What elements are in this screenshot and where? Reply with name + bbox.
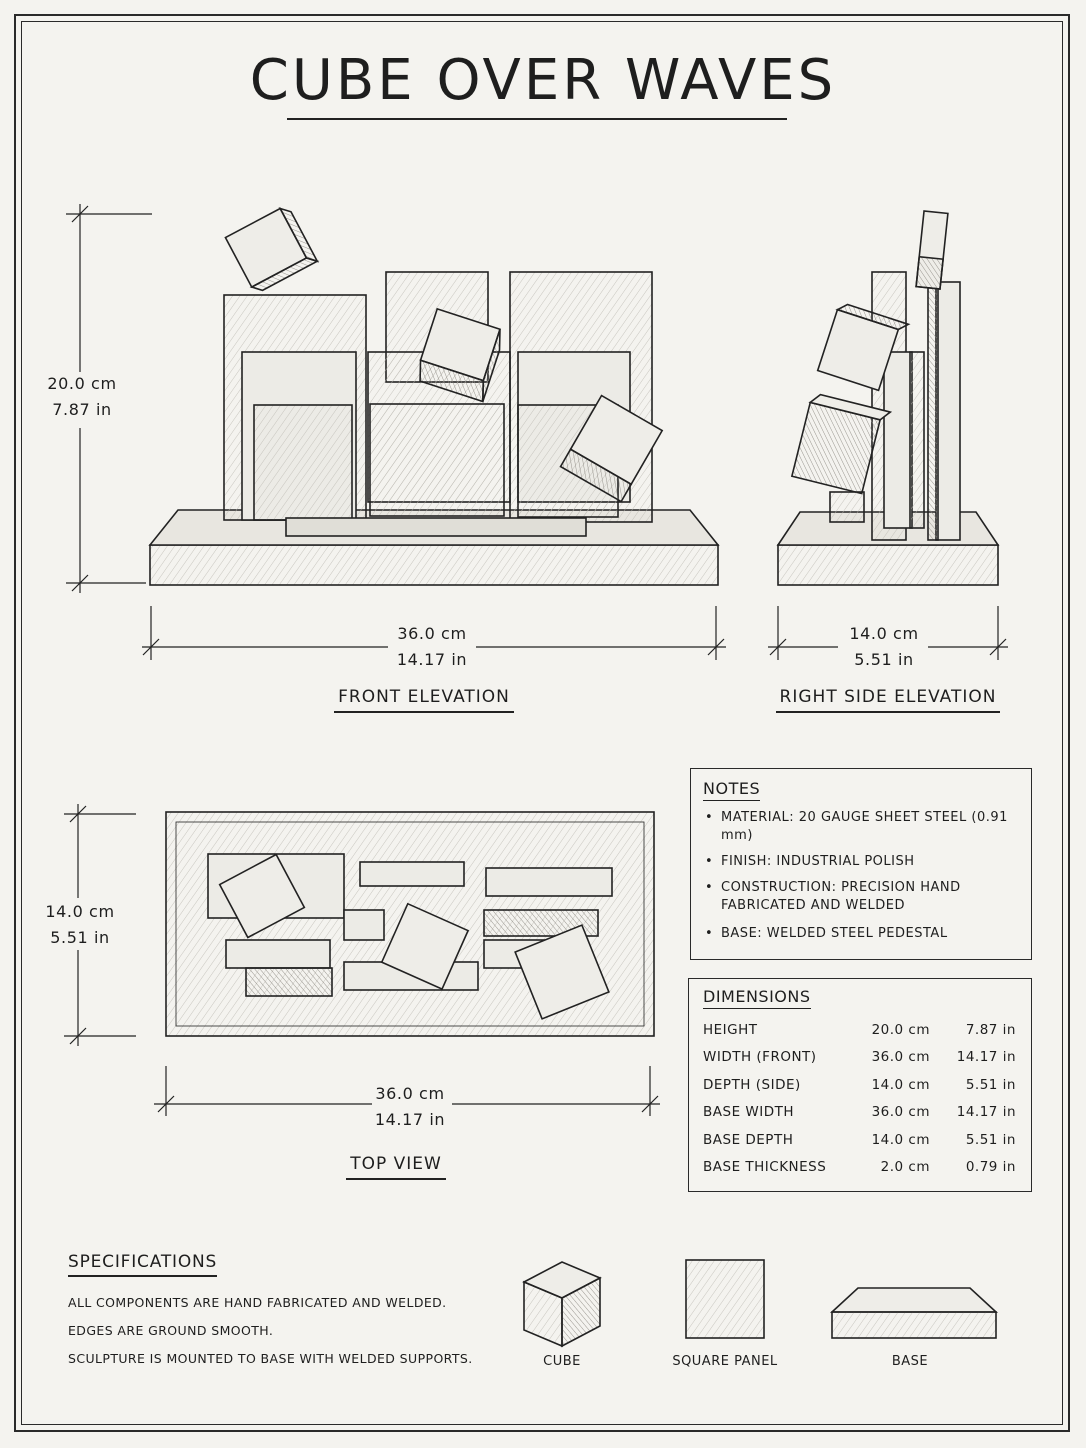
cube-label: CUBE [543, 1354, 581, 1369]
front-cube-top [224, 207, 320, 292]
side-panel-4 [883, 351, 913, 529]
sheet-title: CUBE OVER WAVES [249, 48, 837, 113]
side-base [777, 544, 999, 586]
top-depth-cm: 14.0 cm [45, 902, 115, 921]
side-elevation-drawing [776, 210, 1000, 586]
side-width-cm: 14.0 cm [849, 624, 919, 643]
dim-cm: 14.0 cm [871, 1132, 930, 1148]
side-panel-3 [927, 285, 939, 541]
top-view-caption: TOP VIEW [296, 1154, 496, 1180]
dim-in: 0.79 in [965, 1159, 1016, 1175]
top-width-in: 14.17 in [374, 1110, 446, 1129]
front-elevation-drawing [148, 207, 720, 586]
outer-frame [14, 14, 1070, 1432]
top-view-caption-text: TOP VIEW [346, 1154, 446, 1180]
front-cube-center [419, 307, 501, 403]
top-panel-8 [343, 909, 385, 941]
notes-heading: NOTES [703, 779, 761, 801]
side-panel-2 [935, 281, 961, 541]
title-underline [287, 118, 787, 120]
side-cube-lower [790, 393, 893, 495]
dim-cm: 36.0 cm [871, 1104, 930, 1120]
dim-cm: 36.0 cm [871, 1049, 930, 1065]
front-plinth [285, 517, 587, 537]
top-depth-in: 5.51 in [50, 928, 110, 947]
top-base-inner [175, 821, 645, 1027]
front-panel-front-2 [369, 403, 505, 517]
side-panel-5 [909, 351, 925, 529]
notes-box: NOTES MATERIAL: 20 GAUGE SHEET STEEL (0.… [690, 768, 1032, 960]
note-item: BASE: WELDED STEEL PEDESTAL [703, 925, 1019, 943]
front-base [149, 544, 719, 586]
dim-label: WIDTH (FRONT) [703, 1049, 817, 1065]
front-width-dimension [142, 606, 726, 660]
side-support [829, 491, 865, 523]
top-width-cm: 36.0 cm [375, 1084, 445, 1103]
side-width-dimension [768, 606, 1008, 660]
dim-in: 5.51 in [965, 1077, 1016, 1093]
top-depth-dimension [64, 804, 136, 1046]
dim-label: BASE DEPTH [703, 1132, 794, 1148]
specification-line: ALL COMPONENTS ARE HAND FABRICATED AND W… [68, 1295, 447, 1310]
note-item: MATERIAL: 20 GAUGE SHEET STEEL (0.91 mm) [703, 809, 1019, 845]
front-height-cm: 20.0 cm [47, 374, 117, 393]
top-panel-5 [245, 967, 333, 997]
dim-label: BASE THICKNESS [703, 1159, 827, 1175]
specifications-heading: SPECIFICATIONS [68, 1252, 218, 1277]
front-panel-front-1 [253, 404, 353, 521]
dim-label: BASE WIDTH [703, 1104, 795, 1120]
dim-cm: 14.0 cm [871, 1077, 930, 1093]
dim-cm: 2.0 cm [880, 1159, 930, 1175]
front-cube-right [559, 394, 664, 503]
top-width-dimension [154, 1066, 660, 1116]
dim-in: 14.17 in [956, 1049, 1016, 1065]
top-cube-right [514, 924, 610, 1020]
top-cube-center [380, 902, 470, 991]
side-cube-upper [816, 303, 911, 392]
front-height-in: 7.87 in [52, 400, 112, 419]
dim-in: 7.87 in [965, 1022, 1016, 1038]
specification-line: SCULPTURE IS MOUNTED TO BASE WITH WELDED… [68, 1351, 473, 1366]
dimensions-heading: DIMENSIONS [703, 987, 811, 1009]
inner-frame [21, 21, 1063, 1425]
dim-in: 14.17 in [956, 1104, 1016, 1120]
top-panel-4 [225, 939, 331, 969]
dimensions-box: DIMENSIONS [688, 978, 1032, 1192]
base-component-icon [829, 1287, 999, 1339]
front-elevation-caption: FRONT ELEVATION [274, 687, 574, 713]
front-width-cm: 36.0 cm [397, 624, 467, 643]
top-panel-2 [359, 861, 465, 887]
side-cube-top [915, 210, 949, 290]
cube-component-icon [522, 1261, 602, 1348]
specification-line: EDGES ARE GROUND SMOOTH. [68, 1323, 274, 1338]
front-elevation-caption-text: FRONT ELEVATION [334, 687, 514, 713]
base-label: BASE [891, 1354, 929, 1369]
note-item: FINISH: INDUSTRIAL POLISH [703, 853, 1019, 871]
top-panel-3 [485, 867, 613, 897]
side-elevation-caption-text: RIGHT SIDE ELEVATION [775, 687, 1001, 713]
side-elevation-caption: RIGHT SIDE ELEVATION [768, 687, 1008, 713]
top-view-drawing [165, 811, 655, 1037]
dim-label: DEPTH (SIDE) [703, 1077, 801, 1093]
front-height-dimension [66, 204, 152, 593]
front-width-in: 14.17 in [396, 650, 468, 669]
dim-label: HEIGHT [703, 1022, 758, 1038]
dim-cm: 20.0 cm [871, 1022, 930, 1038]
square-panel-label: SQUARE PANEL [672, 1354, 778, 1369]
side-width-in: 5.51 in [854, 650, 914, 669]
note-item: CONSTRUCTION: PRECISION HAND FABRICATED … [703, 879, 1019, 915]
dim-in: 5.51 in [965, 1132, 1016, 1148]
top-cube-left [218, 853, 306, 939]
square-panel-component-icon [685, 1259, 765, 1339]
